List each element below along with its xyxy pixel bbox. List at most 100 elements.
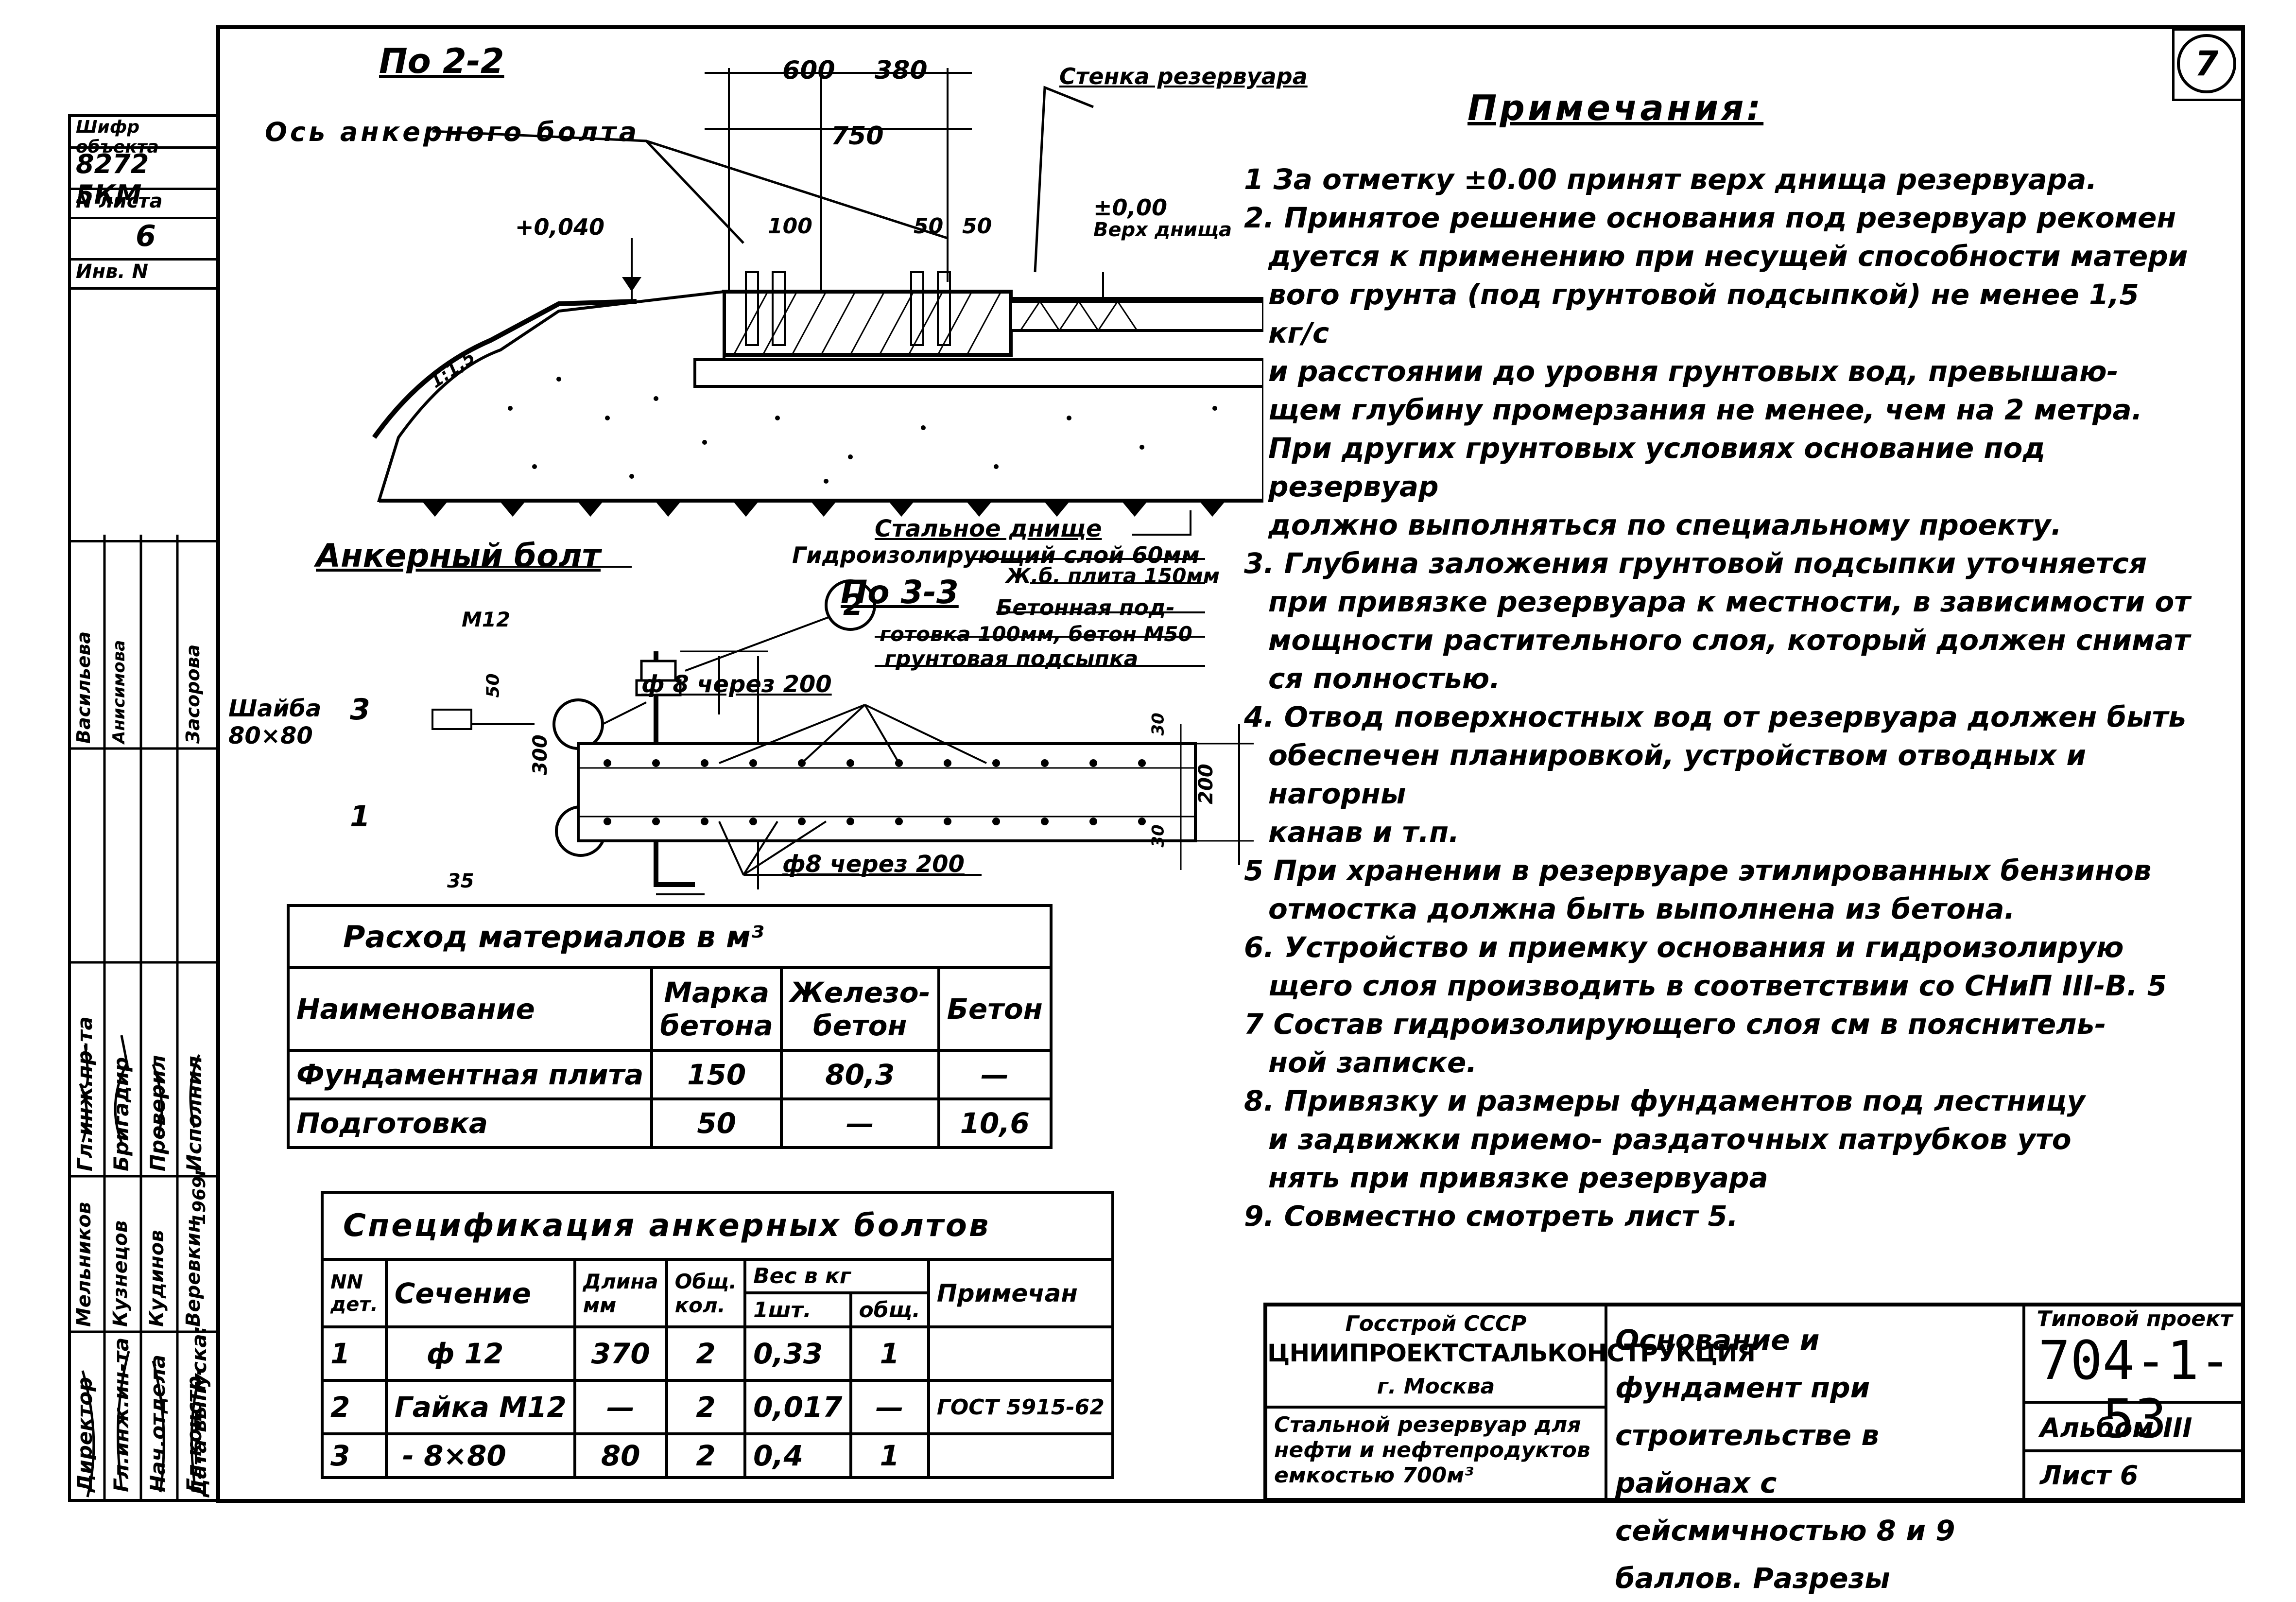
note-line: При других грунтовых условиях основание … <box>1268 432 2046 503</box>
bolts-cell: ф 12 <box>384 1325 576 1382</box>
bolts-table: Спецификация анкерных болтов NN дет. Сеч… <box>321 1191 1114 1479</box>
dim-600: 600 <box>782 56 835 85</box>
bolts-header: Вес в кг <box>743 1258 930 1294</box>
m12-label: М12 <box>462 608 511 631</box>
bolts-cell: 3 <box>321 1432 388 1479</box>
note-line: ся полностью. <box>1268 662 1501 695</box>
materials-cell: — <box>937 1049 1053 1100</box>
materials-title: Расход материалов в м³ <box>287 904 1053 969</box>
release-label: Дата выпуска: <box>187 1325 211 1497</box>
typical-label: Типовой проект <box>2037 1306 2233 1331</box>
bolts-cell: 0,4 <box>743 1432 852 1479</box>
object-code-label: Шифр объекта <box>71 117 216 157</box>
dim-380: 380 <box>875 56 928 85</box>
note-line: 9. Совместно смотреть лист 5. <box>1244 1200 1738 1233</box>
bolts-title: Спецификация анкерных болтов <box>321 1191 1114 1261</box>
bolts-cell: 0,017 <box>743 1379 852 1435</box>
project-block: Типовой проект 704-1-53 <box>2025 1306 2244 1448</box>
signature-grid <box>68 535 219 1502</box>
rebar-top-label: ф 8 через 200 <box>641 671 832 698</box>
note-line: отмостка должна быть выполнена из бетона… <box>1268 892 2015 925</box>
materials-cell: Фундаментная плита <box>286 1049 654 1100</box>
dim-300: 300 <box>529 734 552 775</box>
sheet-number-box <box>2172 28 2245 101</box>
dim-50-c: 50 <box>483 673 503 698</box>
dim-30-b: 30 <box>1148 824 1168 848</box>
dim-750: 750 <box>831 122 884 151</box>
section-2-2-title: По 2-2 <box>379 41 504 81</box>
dim-200: 200 <box>1194 764 1217 804</box>
bolts-cell <box>927 1432 1114 1479</box>
title-stamp: Госстрой СССР ЦНИИПРОЕКТСТАЛЬКОНСТРУКЦИЯ… <box>1263 1303 2245 1595</box>
bolts-subheader: общ. <box>849 1291 930 1328</box>
bolts-cell: 1 <box>321 1325 388 1382</box>
tank-bottom-label: Стальное днище <box>875 515 1102 542</box>
callout-2: 2 <box>843 588 863 622</box>
bolts-cell: — <box>849 1379 930 1435</box>
note-line: вого грунта (под грунтовой подсыпкой) не… <box>1268 278 2139 349</box>
signature-strip: Директор Гл.инж.ин-та Нач.отдела Гл.конс… <box>68 535 219 1502</box>
stamp-subject: Стальной резервуар для нефти и нефтепрод… <box>1267 1409 1607 1498</box>
left-title-strip: Шифр объекта 8272 5КМ N листа 6 Инв. N <box>68 114 219 1502</box>
materials-cell: — <box>779 1097 940 1149</box>
materials-cell: 50 <box>650 1097 783 1149</box>
bolts-cell: Гайка М12 <box>384 1379 576 1435</box>
bolts-cell: 0,33 <box>743 1325 852 1382</box>
materials-header: Бетон <box>937 966 1053 1052</box>
materials-header: Наименование <box>286 966 654 1052</box>
bolts-cell: 1 <box>849 1325 930 1382</box>
mark-000: ±0,00 <box>1093 194 1168 221</box>
note-line: щего слоя производить в соответствии со … <box>1268 969 2167 1002</box>
stamp-sheet: Лист 6 <box>2040 1460 2139 1491</box>
washer-label: Шайба 80×80 <box>228 695 322 749</box>
dim-30-a: 30 <box>1148 713 1168 736</box>
org-block: Госстрой СССР ЦНИИПРОЕКТСТАЛЬКОНСТРУКЦИЯ… <box>1267 1306 1756 1409</box>
bolts-header: Сечение <box>384 1258 576 1328</box>
bolts-cell: 2 <box>321 1379 388 1435</box>
note-line: должно выполняться по специальному проек… <box>1268 508 2062 541</box>
bolts-cell: 2 <box>665 1325 747 1382</box>
note-line: 6. Устройство и приемку основания и гидр… <box>1244 931 2124 964</box>
dim-50-b: 50 <box>962 214 992 239</box>
org-1: Госстрой СССР <box>1345 1311 1527 1336</box>
waterproof-label: Гидроизолирующий слой 60мм <box>792 542 1200 568</box>
stamp-title: Основание и фундамент при строительстве … <box>1607 1306 2025 1595</box>
project-number: 704-1-53 <box>2038 1329 2231 1450</box>
section-drawing <box>372 68 1263 895</box>
materials-table: Расход материалов в м³ Наименование Марк… <box>286 904 1053 1149</box>
soil-fill-label: грунтовая подсыпка <box>884 646 1139 671</box>
dim-100: 100 <box>768 214 812 239</box>
soil-marks <box>508 377 1217 484</box>
org-2: ЦНИИПРОЕКТСТАЛЬКОНСТРУКЦИЯ <box>1267 1339 1756 1367</box>
bolts-cell: — <box>573 1379 668 1435</box>
bolts-cell: 370 <box>573 1325 668 1382</box>
tank-wall-label: Стенка резервуара <box>1059 63 1308 89</box>
note-line: обеспечен планировкой, устройством отвод… <box>1268 739 2087 810</box>
sheet-number: 7 <box>2177 34 2236 93</box>
sheet-no: 6 <box>71 219 216 261</box>
bolts-cell: 2 <box>665 1379 747 1435</box>
bolts-subheader: 1шт. <box>743 1291 852 1328</box>
note-line: 8. Привязку и размеры фундаментов под ле… <box>1244 1084 2086 1117</box>
note-line: 7 Состав гидроизолирующего слоя см в поя… <box>1244 1008 2106 1041</box>
inv-blank <box>71 290 216 542</box>
note-line: и задвижки приемо- раздаточных патрубков… <box>1268 1123 2072 1156</box>
materials-header: Железо- бетон <box>779 966 940 1052</box>
anchor-bolt-title: Анкерный болт <box>316 537 601 575</box>
note-line: при привязке резервуара к местности, в з… <box>1268 585 2191 618</box>
note-line: 3. Глубина заложения грунтовой подсыпки … <box>1244 547 2147 580</box>
dim-35: 35 <box>447 870 474 892</box>
rebar-bottom-label: ф8 через 200 <box>782 851 965 878</box>
section-3-3-title: По 3-3 <box>841 574 959 611</box>
bolts-header: Примечан <box>927 1258 1114 1328</box>
note-line: ной записке. <box>1268 1046 1477 1079</box>
notes-title: Примечания: <box>1467 87 1764 128</box>
inv-label: Инв. N <box>71 261 216 290</box>
bolts-cell: ГОСТ 5915-62 <box>927 1379 1114 1435</box>
sheet-no-label: N листа <box>71 190 216 219</box>
note-line: канав и т.п. <box>1268 816 1460 849</box>
callout-1: 1 <box>350 800 370 834</box>
bolts-cell: 2 <box>665 1432 747 1479</box>
bolts-cell: - 8×80 <box>384 1432 576 1479</box>
materials-cell: 80,3 <box>779 1049 940 1100</box>
